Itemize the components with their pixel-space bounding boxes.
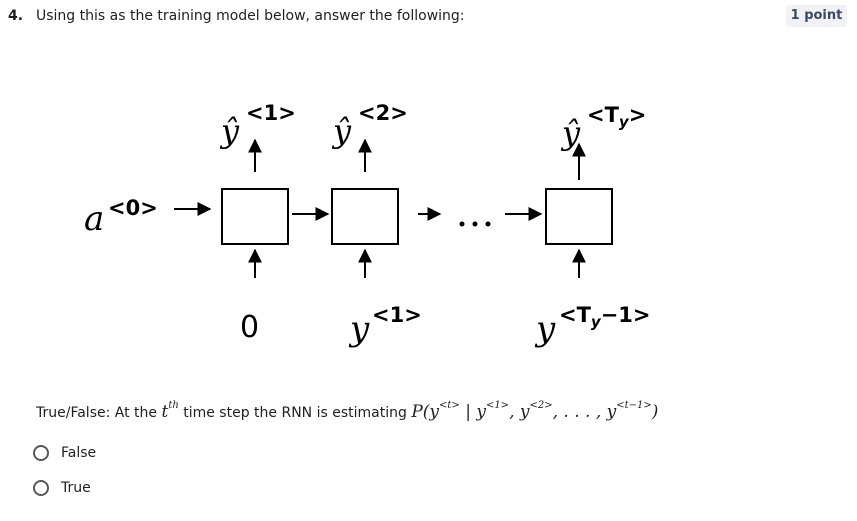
radio-true[interactable]: [33, 480, 49, 496]
rnn-cell-1: [221, 188, 289, 245]
label-yhat-Ty: ŷ: [560, 114, 581, 152]
question-number: 4.: [8, 8, 24, 24]
option-true-label: True: [61, 480, 91, 496]
label-yhat2-sup: <2>: [358, 101, 408, 125]
probability-expression: P(y<t> | y<1>, y<2>, . . . , y<t−1>): [411, 400, 659, 422]
label-y-Ty-minus-1-sup: <Ty−1>: [559, 303, 651, 331]
ellipsis: [459, 221, 491, 227]
option-false[interactable]: False: [33, 442, 96, 464]
points-badge: 1 point: [786, 5, 847, 27]
label-y-Ty-minus-1: y: [534, 309, 556, 349]
label-yhat1: ŷ: [219, 112, 240, 150]
option-true[interactable]: True: [33, 477, 91, 499]
statement-lead: True/False: At the: [36, 405, 162, 421]
label-yhat2: ŷ: [331, 112, 352, 150]
label-a0-sup: <0>: [108, 196, 158, 220]
statement-mid: time step the RNN is estimating: [178, 405, 412, 421]
label-input-zero: 0: [240, 310, 259, 345]
true-false-statement: True/False: At the tth time step the RNN…: [36, 400, 659, 422]
label-yhat1-sup: <1>: [246, 101, 296, 125]
rnn-cell-2: [331, 188, 399, 245]
option-false-label: False: [61, 445, 97, 461]
label-yhat-Ty-sup: <Ty>: [587, 103, 646, 131]
label-y1: y: [348, 309, 370, 349]
question-prompt: Using this as the training model below, …: [36, 8, 465, 24]
radio-false[interactable]: [33, 445, 49, 461]
label-a0: a: [84, 199, 104, 239]
statement-t: tth: [161, 400, 179, 422]
rnn-cell-last: [545, 188, 613, 245]
label-y1-sup: <1>: [372, 303, 422, 327]
